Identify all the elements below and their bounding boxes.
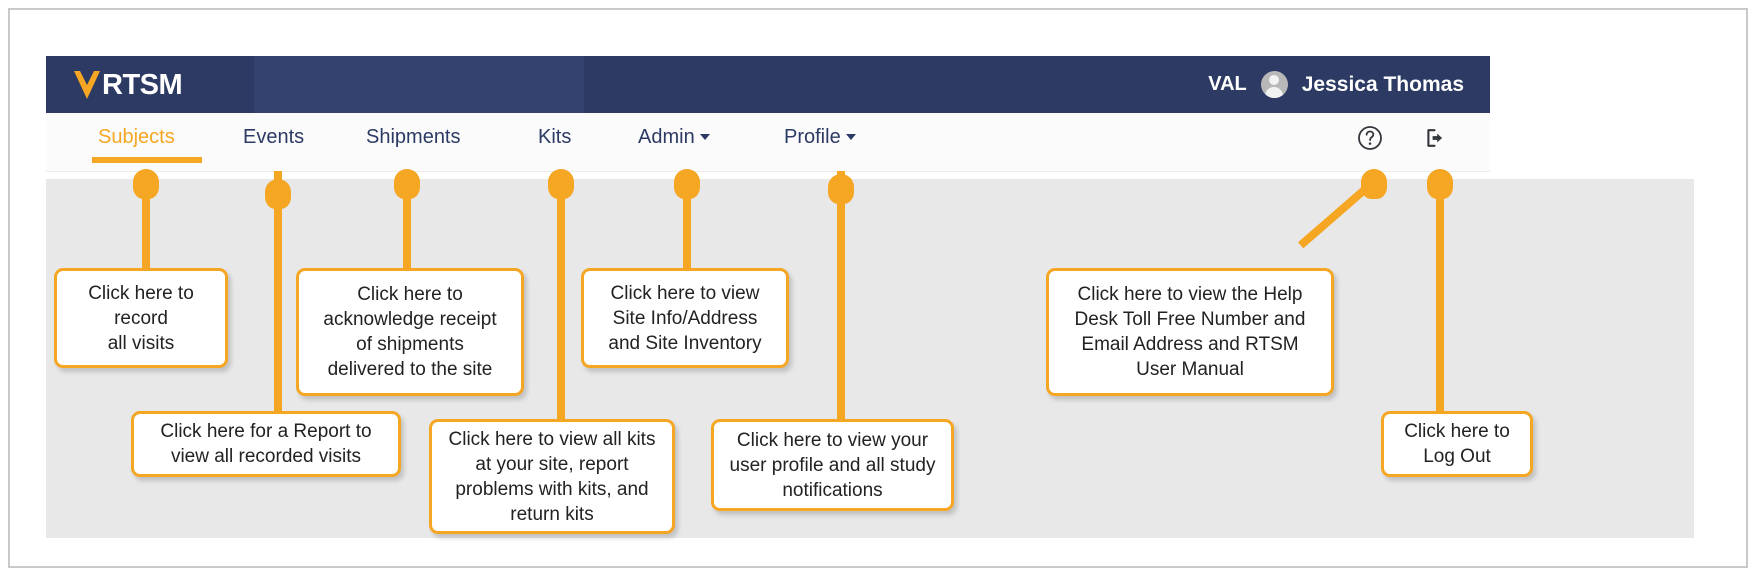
callout-shipments-text: Click here to acknowledge receipt of shi… [323,284,497,380]
rtsm-application: RTSM VAL Jessica Thomas Subjects Events … [46,56,1694,538]
connector-profile [837,171,845,424]
connector-knob-logout [1427,169,1453,199]
callout-subjects-text: Click here to record all visits [88,282,194,354]
chevron-down-icon [845,134,856,140]
outer-frame: RTSM VAL Jessica Thomas Subjects Events … [8,8,1748,568]
nav-label-kits: Kits [538,126,572,148]
connector-events [274,171,282,416]
callout-shipments: Click here to acknowledge receipt of shi… [296,268,524,396]
callout-subjects: Click here to record all visits [54,268,228,368]
callout-profile: Click here to view your user profile and… [711,419,954,511]
logout-icon[interactable] [1423,125,1449,151]
callout-admin: Click here to view Site Info/Address and… [581,268,789,368]
user-name[interactable]: Jessica Thomas [1301,72,1464,96]
help-icon[interactable] [1357,125,1383,151]
nav-item-kits[interactable]: Kits [538,126,571,149]
connector-knob-shipments [394,169,420,199]
connector-subjects [142,171,150,276]
nav-label-events: Events [243,126,305,148]
nav-label-admin: Admin [638,126,695,148]
connector-knob-kits [548,169,574,199]
connector-admin [683,171,691,276]
main-navigation: Subjects Events Shipments Kits Admin Pro… [46,113,1490,172]
callout-kits-text: Click here to view all kits at your site… [448,428,656,525]
callout-events-text: Click here for a Report to view all reco… [160,421,372,467]
callout-logout: Click here to Log Out [1381,411,1533,477]
rtsm-logo[interactable]: RTSM [74,68,183,102]
nav-item-admin[interactable]: Admin [638,126,710,149]
environment-label: VAL [1208,73,1247,95]
content-white-strip [1490,56,1694,179]
nav-item-shipments[interactable]: Shipments [366,126,461,149]
header-panel-block [254,56,584,113]
chevron-down-icon [699,134,710,140]
callout-help-text: Click here to view the Help Desk Toll Fr… [1074,284,1306,380]
callout-kits: Click here to view all kits at your site… [429,419,675,534]
callout-events: Click here for a Report to view all reco… [131,411,401,477]
connector-knob-profile [828,174,854,204]
nav-item-events[interactable]: Events [243,126,304,149]
callout-admin-text: Click here to view Site Info/Address and… [608,282,762,354]
nav-item-profile[interactable]: Profile [784,126,856,149]
callout-help: Click here to view the Help Desk Toll Fr… [1046,268,1334,396]
user-avatar-icon[interactable] [1260,71,1288,98]
top-header-bar: RTSM VAL Jessica Thomas [46,56,1490,113]
connector-knob-admin [674,169,700,199]
header-user-area: VAL Jessica Thomas [1208,56,1464,113]
connector-shipments [403,171,411,276]
connector-logout [1436,171,1444,416]
veeva-v-icon [74,71,100,99]
connector-knob-help [1361,169,1387,199]
connector-knob-events [265,179,291,209]
connector-knob-subjects [133,169,159,199]
nav-label-shipments: Shipments [366,126,461,148]
nav-label-subjects: Subjects [98,126,175,148]
nav-active-underline [92,157,202,163]
callout-logout-text: Click here to Log Out [1404,421,1510,467]
callout-profile-text: Click here to view your user profile and… [729,429,936,501]
logo-text: RTSM [102,69,183,101]
connector-kits [557,171,565,424]
nav-label-profile: Profile [784,126,841,148]
nav-item-subjects[interactable]: Subjects [98,126,175,149]
